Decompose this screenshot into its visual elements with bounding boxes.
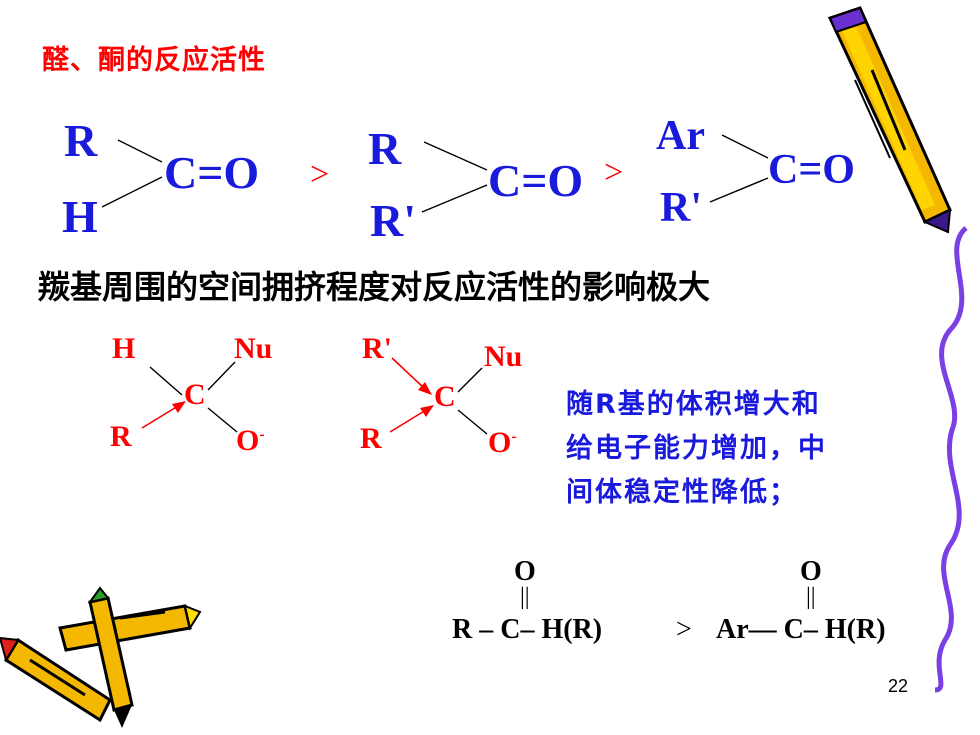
arrow-int2 (389, 357, 434, 433)
formula-left: R – C– H(R) (452, 614, 603, 645)
pencil-icon (827, 6, 952, 234)
page-number: 22 (888, 676, 909, 696)
int1-top-left: H (112, 332, 136, 365)
formula-bond-2: || (806, 584, 816, 610)
m2-bottom: R' (370, 195, 416, 246)
int2-top-right: Nu (484, 340, 523, 373)
bond-lines-int2 (457, 367, 488, 435)
arrow-int1 (141, 401, 186, 429)
formula-o-2: O (800, 556, 822, 587)
int1-center: C (184, 378, 206, 411)
int1-top-right: Nu (234, 332, 273, 365)
m2-group: C=O (488, 155, 584, 206)
int2-bottom-right: O- (488, 426, 517, 459)
int1-bottom-left: R (110, 420, 132, 453)
m3-top: Ar (656, 113, 705, 159)
m1-group: C=O (164, 147, 260, 198)
int2-center: C (434, 380, 456, 413)
formula-gt: > (676, 614, 692, 645)
note-line-3: 间体稳定性降低； (566, 477, 798, 508)
bond-lines-row1 (101, 134, 769, 213)
formula-bond-1: || (520, 584, 530, 610)
slide-title: 醛、酮的反应活性 (42, 45, 266, 76)
m3-bottom: R' (660, 185, 702, 231)
formula-o-1: O (514, 556, 536, 587)
m1-top: R (64, 115, 98, 166)
formula-right: Ar— C– H(R) (716, 614, 886, 645)
m1-bottom: H (62, 191, 98, 242)
m3-group: C=O (768, 147, 855, 193)
gt-1: > (310, 156, 330, 193)
pencils-icon (0, 586, 202, 728)
heading-steric: 羰基周围的空间拥挤程度对反应活性的影响极大 (38, 268, 711, 306)
int1-bottom-right: O- (236, 424, 265, 457)
wavy-border (934, 226, 968, 693)
int2-bottom-left: R (360, 422, 382, 455)
m2-top: R (368, 123, 402, 174)
note-line-1: 随R基的体积增大和 (566, 389, 821, 420)
bond-lines-int1 (149, 361, 238, 433)
gt-2: > (604, 154, 624, 191)
int2-top-left: R' (362, 332, 392, 365)
note-line-2: 给电子能力增加，中 (566, 433, 827, 464)
